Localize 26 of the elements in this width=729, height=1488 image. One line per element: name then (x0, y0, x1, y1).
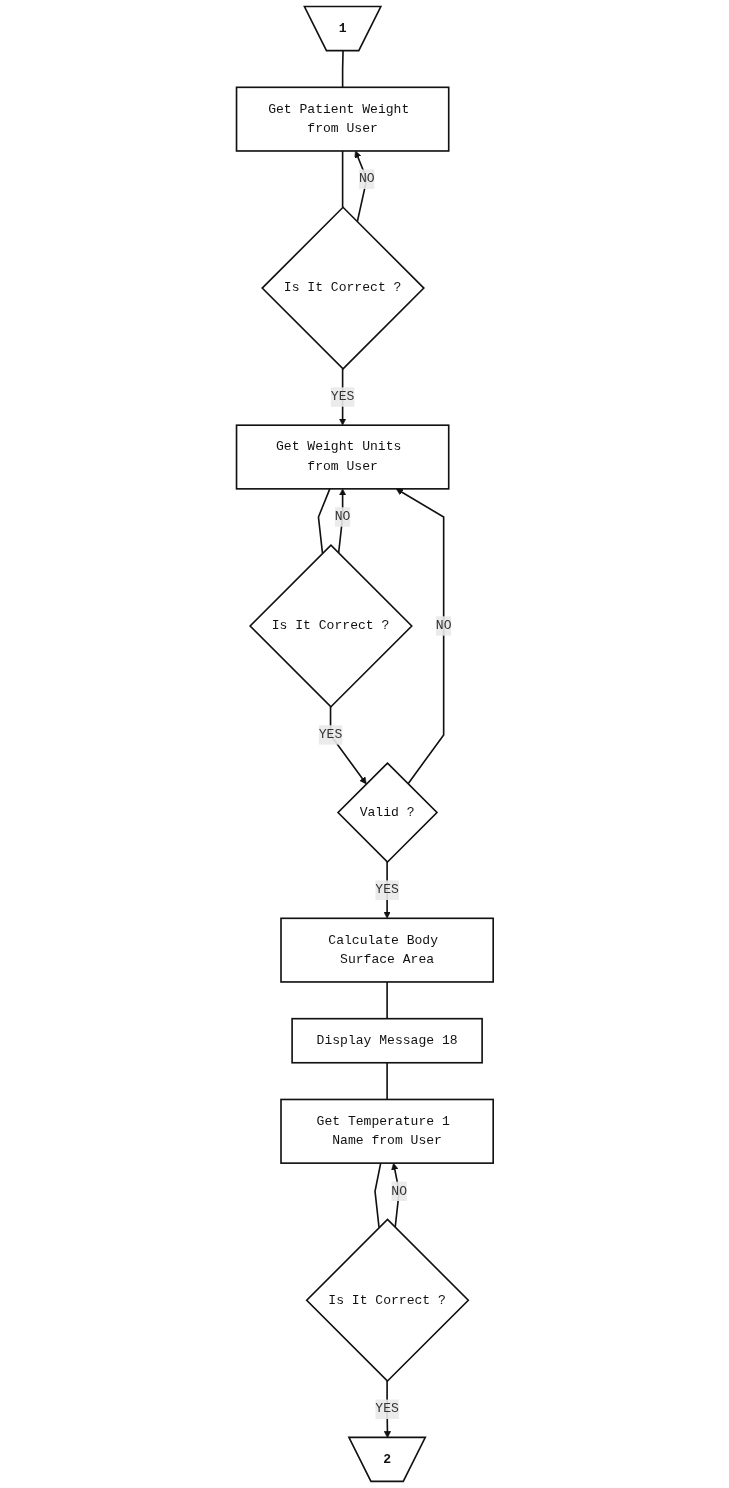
edge-label: YES (374, 882, 399, 898)
connector (341, 50, 344, 89)
connector (317, 488, 331, 555)
node-diamond: Is It Correct ? (305, 1218, 470, 1383)
node-box: Calculate Body Surface Area (279, 917, 494, 983)
edge-label: NO (435, 618, 452, 634)
edge-label: NO (334, 509, 351, 525)
node-box: Display Message 18 (290, 1017, 483, 1064)
connector (385, 1061, 388, 1101)
node-diamond: Is It Correct ? (248, 544, 413, 708)
connector (385, 981, 388, 1020)
node-box: Get Patient Weight from User (235, 86, 450, 152)
node-diamond: Valid ? (336, 761, 438, 864)
edge-label: YES (318, 727, 342, 743)
arrow (395, 488, 445, 785)
connector (341, 150, 344, 209)
arrow (338, 368, 346, 426)
arrow (329, 705, 367, 785)
edge-label: YES (330, 389, 355, 405)
edge-label: YES (374, 1401, 399, 1417)
arrow (383, 861, 391, 919)
node-box: Get Temperature 1 Name from User (279, 1098, 494, 1164)
edge-label: NO (358, 171, 375, 187)
node-box: Get Weight Units from User (235, 424, 450, 490)
node-diamond: Is It Correct ? (260, 206, 425, 371)
edge-label: NO (390, 1183, 407, 1199)
